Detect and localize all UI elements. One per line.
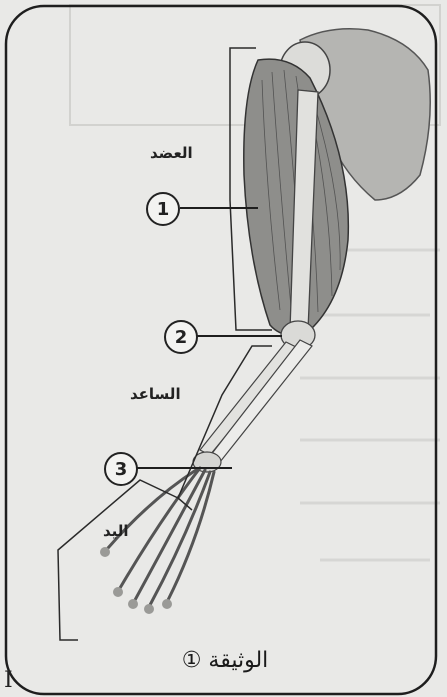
label-arm: العضد: [150, 144, 193, 162]
marker-2: 2: [164, 320, 198, 354]
ulna-bone: [210, 340, 312, 462]
marker-3: 3: [104, 452, 138, 486]
label-hand: اليد: [103, 522, 129, 540]
marker-1: 1: [146, 192, 180, 226]
radius-bone: [200, 342, 298, 455]
label-forearm: الساعد: [130, 385, 181, 403]
figure-caption: الوثيقة ①: [150, 648, 300, 673]
corner-mark: I‏: [4, 668, 13, 693]
